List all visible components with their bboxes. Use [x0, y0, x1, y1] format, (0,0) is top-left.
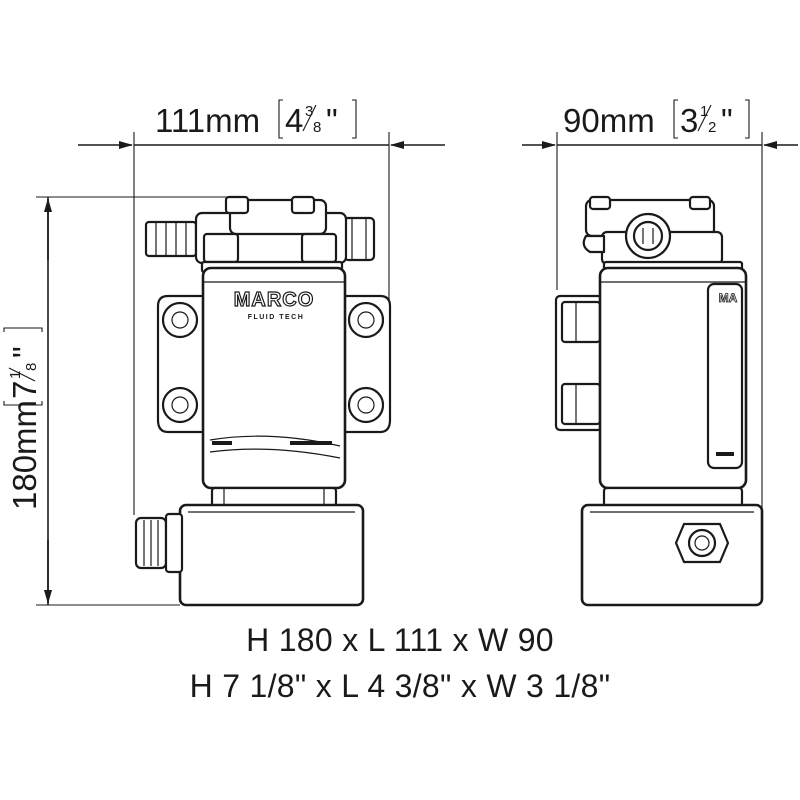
cable-gland [134, 512, 184, 574]
front-width-bracket-open [278, 99, 283, 139]
brand-logo: MARCO [234, 289, 315, 311]
side-motor-body: MA [598, 266, 748, 508]
side-width-quote: " [721, 102, 733, 139]
side-label-mark [716, 452, 734, 456]
side-width-fraction-bar [697, 104, 712, 132]
front-width-imperial-whole: 4 [285, 102, 303, 139]
side-width-imperial-whole: 3 [680, 102, 698, 139]
controller-base [134, 503, 365, 607]
height-imperial-num: 1 [7, 371, 24, 379]
side-width-metric: 90mm [563, 102, 655, 139]
side-width-imperial-den: 2 [708, 119, 716, 136]
height-fraction-bar [8, 367, 36, 382]
height-imperial-whole: 7 [6, 381, 43, 399]
label-mark-right [290, 441, 332, 445]
height-metric: 180mm [6, 400, 43, 510]
height-bracket-open [3, 401, 43, 406]
pump-head [194, 195, 348, 274]
brand-logo-sub: FLUID TECH [248, 314, 305, 321]
side-width-bracket-close [745, 99, 750, 139]
label-mark-left [212, 441, 232, 445]
front-width-fraction-bar [302, 104, 317, 132]
side-width-bracket-open [673, 99, 678, 139]
height-quote: " [6, 346, 43, 358]
front-width-imperial-den: 8 [313, 119, 321, 136]
side-cable-gland-face [674, 522, 730, 564]
motor-body: MARCO FLUID TECH [201, 266, 347, 508]
caption-metric: H 180 x L 111 x W 90 [246, 622, 554, 658]
side-mount-bracket [554, 294, 604, 432]
side-brand-logo: MA [719, 291, 738, 305]
front-width-imperial-num: 3 [305, 103, 313, 120]
height-bracket-close [3, 327, 43, 332]
side-width-imperial-num: 1 [700, 103, 708, 120]
pump-front-view: MARCO FLUID TECH [134, 195, 392, 607]
nut-right [342, 216, 376, 262]
mount-bracket-right [342, 294, 392, 434]
pump-side-view: MA [554, 195, 764, 607]
height-dimension: 180mm 7 1 8 " [3, 196, 238, 606]
side-controller-base [580, 503, 764, 607]
front-width-bracket-close [352, 99, 357, 139]
caption-imperial: H 7 1/8" x L 4 3/8" x W 3 1/8" [189, 668, 611, 704]
front-width-quote: " [326, 102, 338, 139]
height-imperial-den: 8 [23, 363, 40, 371]
front-width-metric: 111mm [155, 102, 260, 139]
hose-barb-left [144, 220, 198, 258]
side-width-dimension: 90mm 3 1 2 " [522, 99, 798, 600]
mount-bracket-left [156, 294, 206, 434]
front-width-dimension: 111mm 4 3 8 " [78, 99, 445, 515]
side-pump-head [582, 195, 744, 274]
